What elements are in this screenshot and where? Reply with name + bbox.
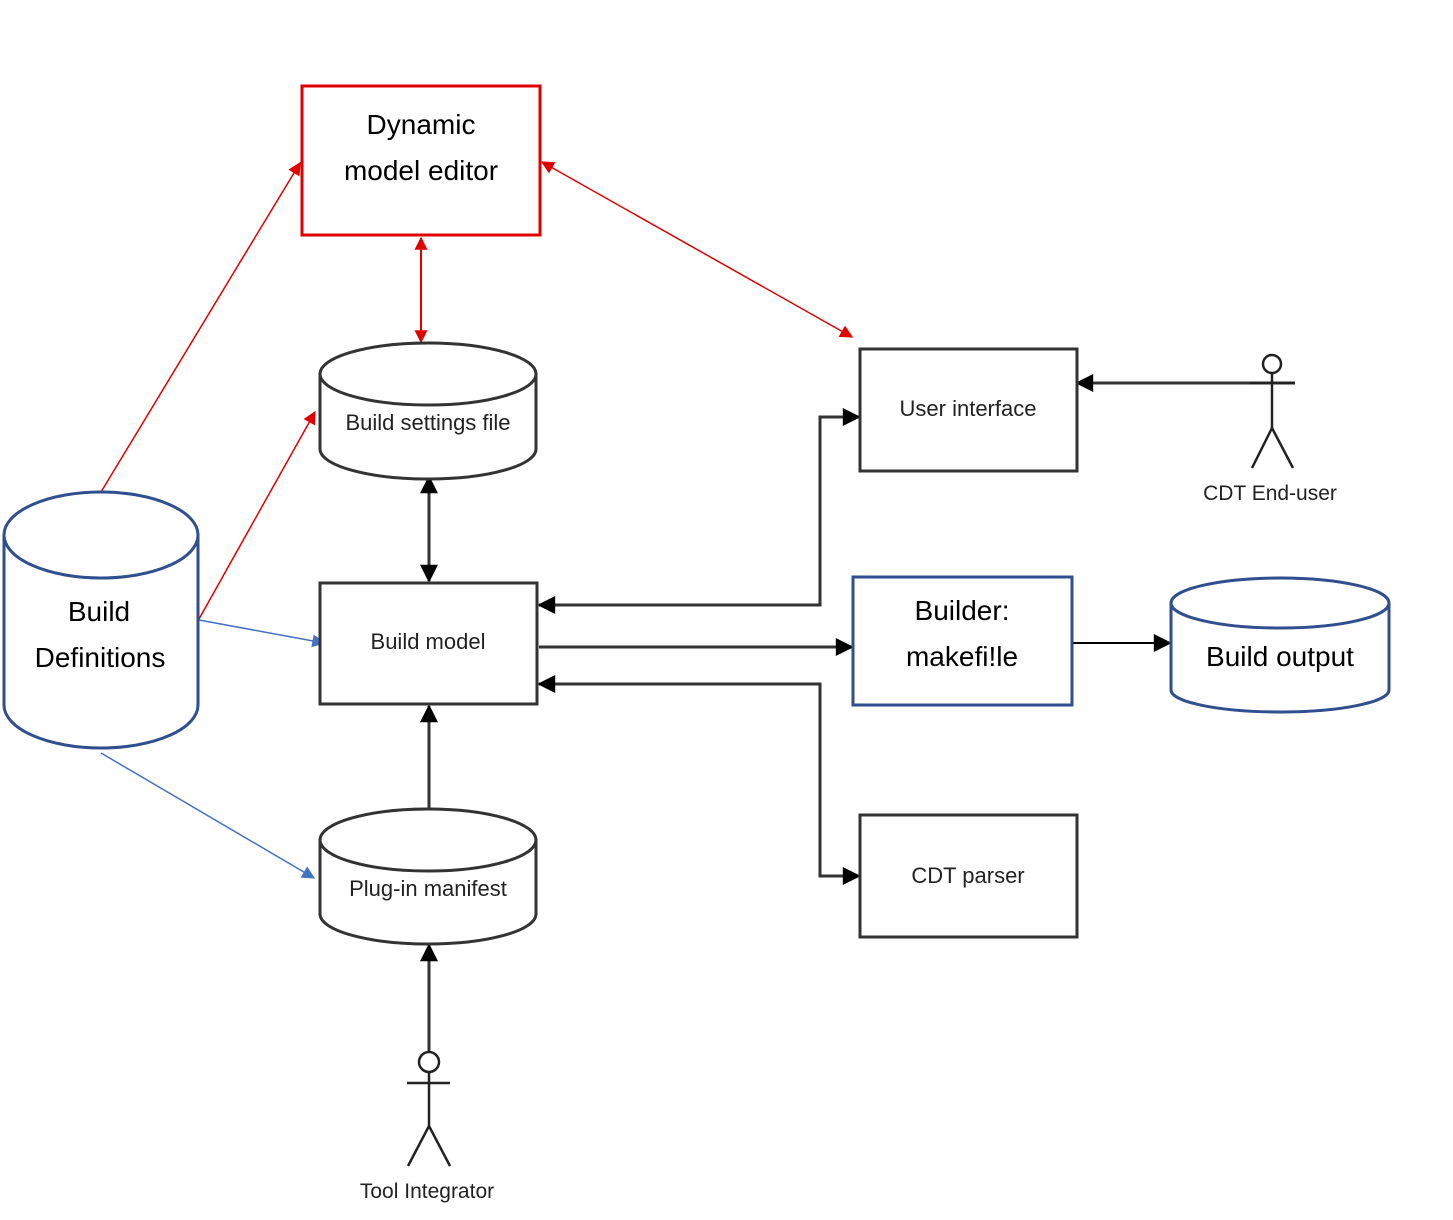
- cdt-end-user-label: CDT End-user: [1203, 482, 1337, 505]
- cdt-parser-label: CDT parser: [911, 863, 1024, 888]
- plugin-manifest-node: Plug-in manifest: [318, 807, 538, 946]
- build-model-label: Build model: [371, 629, 486, 654]
- builder-node: Builder: makefi!le: [851, 575, 1074, 707]
- tool-integrator-label: Tool Integrator: [360, 1180, 494, 1203]
- edge-ui-model: [537, 408, 861, 614]
- builder-line2: makefi!le: [906, 641, 1018, 672]
- plugin-manifest-label: Plug-in manifest: [349, 876, 507, 901]
- edge-parser-model: [537, 675, 861, 885]
- build-definitions-node: Build Definitions: [2, 490, 200, 750]
- builder-line1: Builder:: [915, 595, 1010, 626]
- build-output-label: Build output: [1206, 641, 1354, 672]
- stick-figure-icon: [1250, 353, 1295, 469]
- cdt-parser-node: CDT parser: [858, 813, 1079, 939]
- build-settings-file-node: Build settings file: [318, 341, 538, 481]
- dynamic-editor-line1: Dynamic: [367, 109, 476, 140]
- user-interface-label: User interface: [900, 396, 1037, 421]
- edge-defs-editor: [100, 161, 301, 493]
- edge-defs-manifest: [100, 752, 316, 879]
- tool-integrator-actor: Tool Integrator: [360, 1050, 494, 1203]
- dynamic-model-editor-node: Dynamic model editor: [300, 84, 542, 237]
- edge-defs-model: [198, 619, 326, 648]
- edge-editor-ui: [540, 161, 854, 338]
- dynamic-editor-line2: model editor: [344, 155, 498, 186]
- build-settings-file-label: Build settings file: [345, 410, 510, 435]
- build-definitions-line2: Definitions: [35, 642, 166, 673]
- build-output-node: Build output: [1169, 576, 1391, 714]
- edge-defs-settings: [198, 410, 316, 620]
- user-interface-node: User interface: [858, 347, 1079, 473]
- build-definitions-line1: Build: [68, 596, 130, 627]
- stick-figure-icon: [406, 1050, 452, 1167]
- cdt-end-user-actor: CDT End-user: [1203, 353, 1337, 505]
- build-model-node: Build model: [318, 581, 539, 706]
